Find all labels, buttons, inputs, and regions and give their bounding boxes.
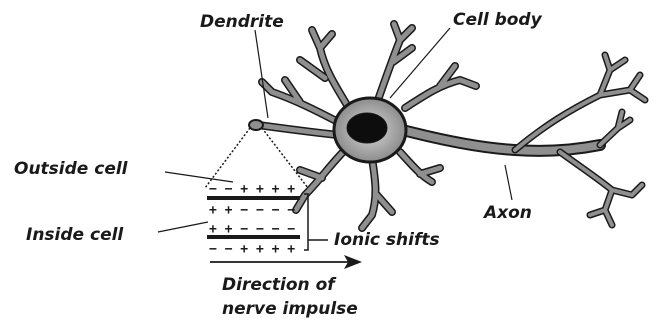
nucleus bbox=[347, 113, 387, 143]
membrane-bottom-inner: + + − − − − bbox=[209, 222, 295, 237]
label-cell-body: Cell body bbox=[453, 10, 543, 30]
label-dendrite: Dendrite bbox=[200, 12, 284, 32]
membrane-bottom-outer: − − + + + + bbox=[209, 242, 295, 257]
label-direction-line2: nerve impulse bbox=[222, 299, 358, 319]
label-inside-cell: Inside cell bbox=[26, 225, 124, 245]
membrane-top-outer: − − + + + + bbox=[209, 182, 295, 197]
label-direction-line1: Direction of bbox=[222, 275, 337, 295]
membrane-top-inner: + + − − − − bbox=[209, 203, 295, 218]
direction-arrow bbox=[210, 255, 362, 269]
label-outside-cell: Outside cell bbox=[14, 159, 129, 179]
axon bbox=[395, 55, 645, 225]
dendrite-tip bbox=[249, 120, 263, 130]
label-ionic-shifts: Ionic shifts bbox=[334, 230, 440, 250]
label-axon: Axon bbox=[482, 203, 532, 223]
